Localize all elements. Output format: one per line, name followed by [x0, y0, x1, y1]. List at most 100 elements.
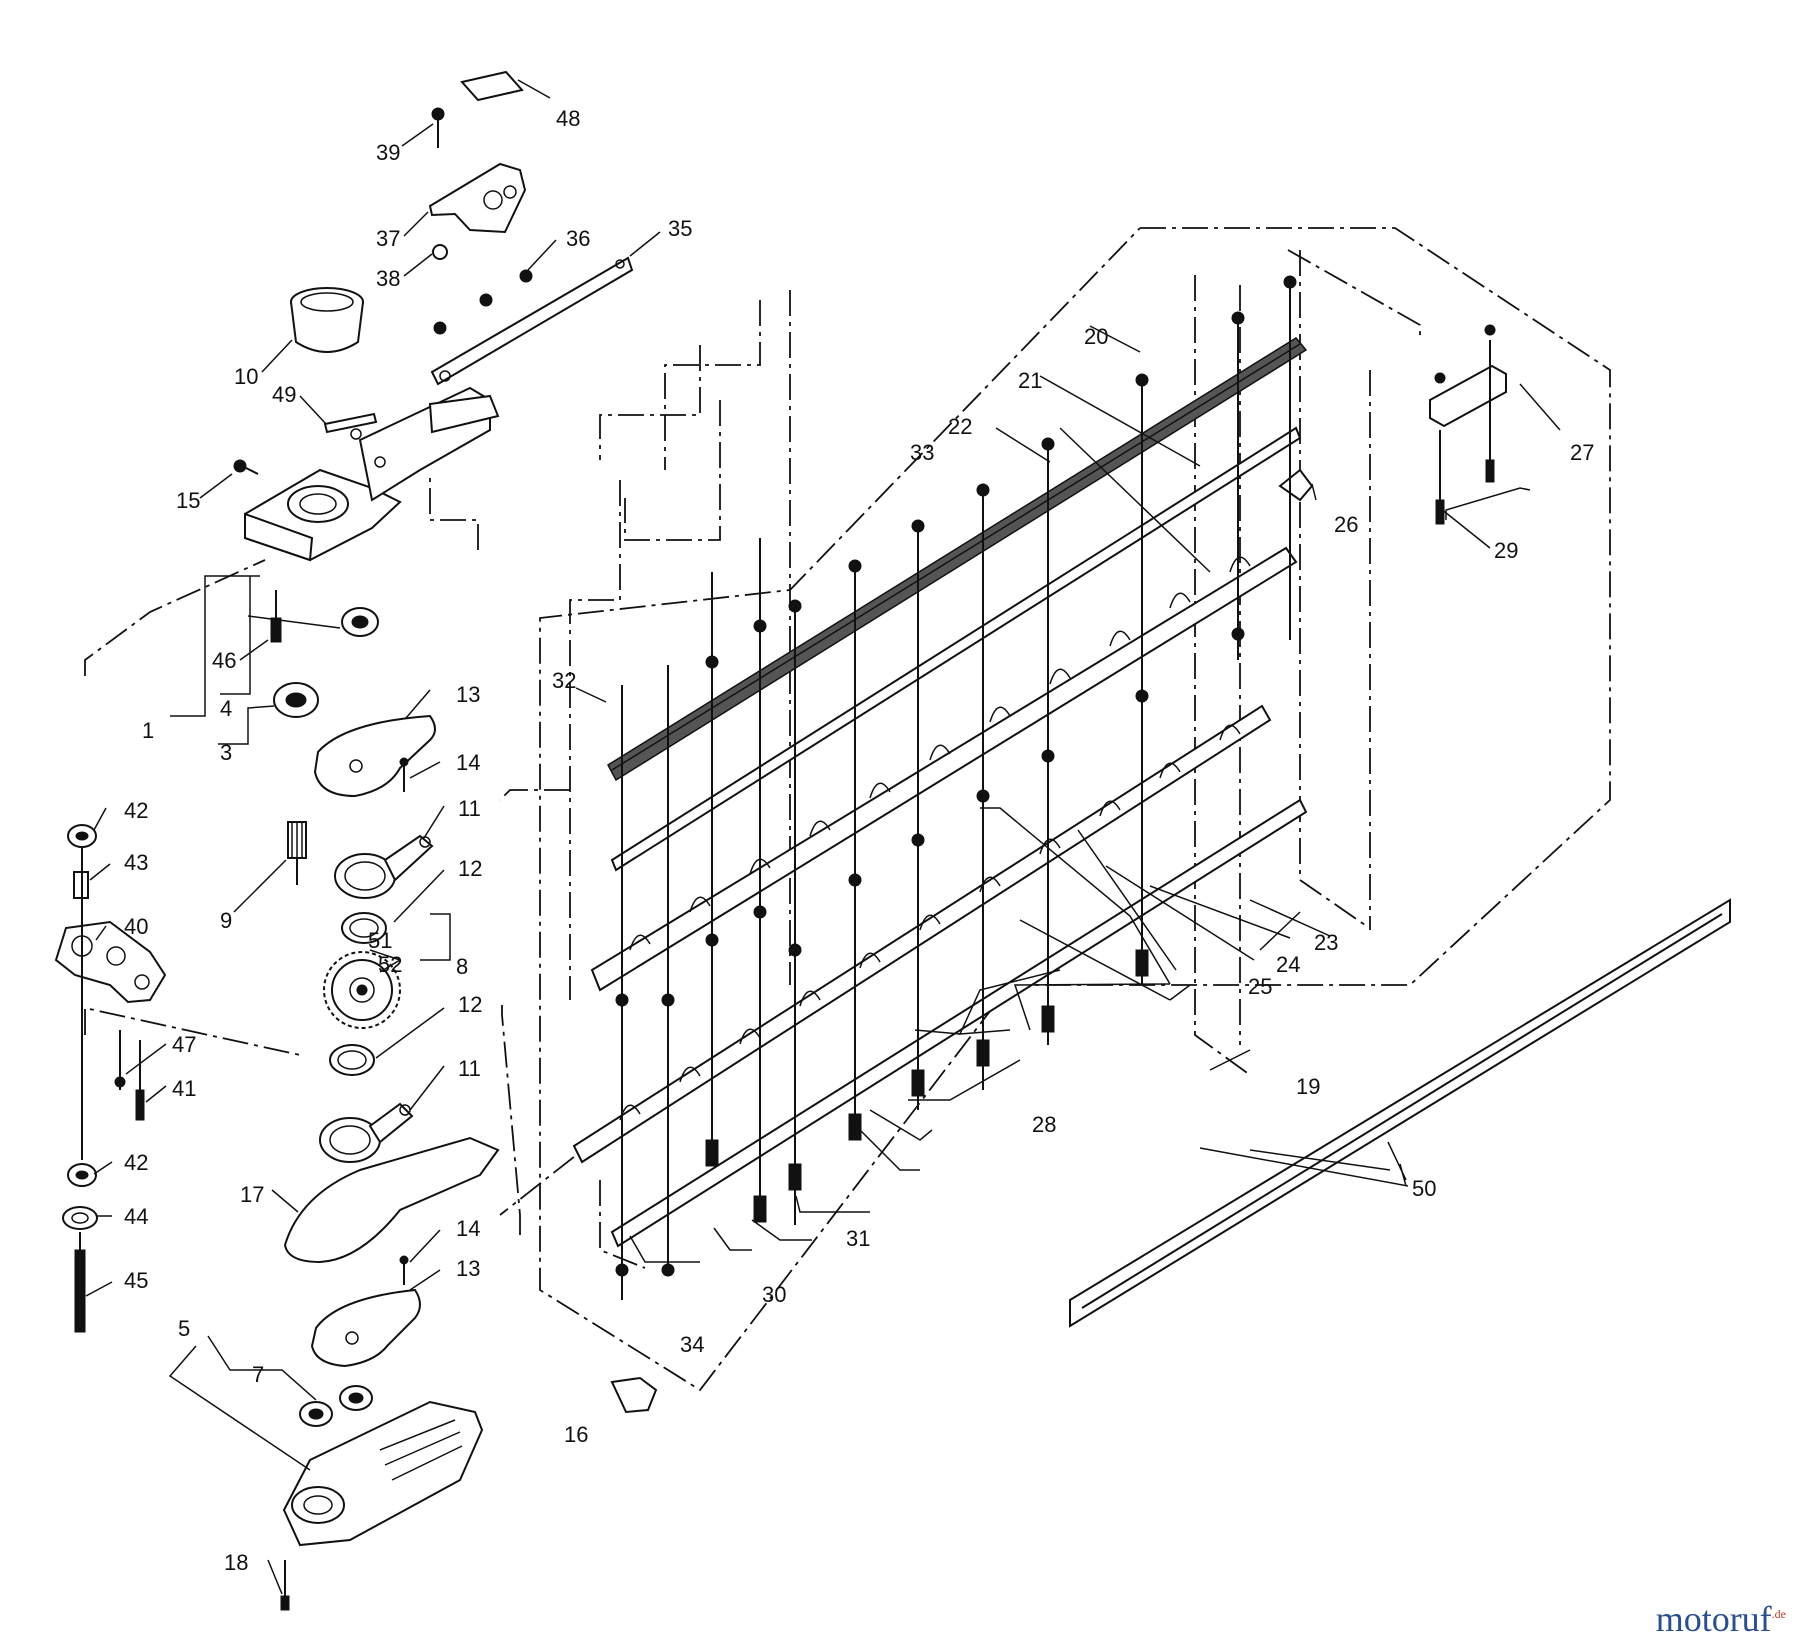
- label-10: 10: [234, 364, 258, 389]
- part-3-bearing: [273, 682, 319, 718]
- label-14-lower: 14: [456, 1216, 480, 1241]
- label-21: 21: [1018, 368, 1042, 393]
- label-33: 33: [910, 440, 934, 465]
- label-8: 8: [456, 954, 468, 979]
- label-44: 44: [124, 1204, 148, 1229]
- label-12-lower: 12: [458, 992, 482, 1017]
- label-5: 5: [178, 1316, 190, 1341]
- leader-lines: [85, 79, 1561, 1595]
- label-51: 51: [368, 928, 392, 953]
- label-34: 34: [680, 1332, 704, 1357]
- part-23-bottom-bar: [610, 798, 1308, 1248]
- label-27: 27: [1570, 440, 1594, 465]
- part-20-top-bar: [607, 337, 1308, 782]
- part-24-lower-blade: [572, 704, 1272, 1164]
- part-42-bushing-upper: [67, 824, 97, 848]
- part-44-washer: [62, 1206, 98, 1230]
- label-4: 4: [220, 696, 232, 721]
- watermark-suffix: .de: [1771, 1607, 1786, 1621]
- part-32-pins: [621, 665, 669, 735]
- label-38: 38: [376, 266, 400, 291]
- part-46-screw: [270, 590, 282, 643]
- label-22: 22: [948, 414, 972, 439]
- label-14-upper: 14: [456, 750, 480, 775]
- label-1: 1: [142, 718, 154, 743]
- part-12-ring-lower: [329, 1044, 375, 1076]
- part-47-screw: [114, 1030, 126, 1090]
- label-36: 36: [566, 226, 590, 251]
- part-11-link-lower: [319, 1102, 414, 1163]
- part-21-thin-bar: [610, 426, 1302, 872]
- label-35: 35: [668, 216, 692, 241]
- label-42-upper: 42: [124, 798, 148, 823]
- label-15: 15: [176, 488, 200, 513]
- part-14-pin-lower: [399, 1255, 409, 1285]
- label-47: 47: [172, 1032, 196, 1057]
- part-26-clip: [1278, 468, 1314, 502]
- blade-assembly-bolt-heads: [705, 949, 1149, 1223]
- blade-assembly-nuts: [615, 275, 1297, 1277]
- part-16-end-cap: [610, 1376, 658, 1414]
- part-14-pin-upper: [399, 757, 409, 792]
- part-48-label-plate: [460, 70, 524, 102]
- brand-watermark: motoruf.de: [1656, 1598, 1786, 1640]
- label-17: 17: [240, 1182, 264, 1207]
- part-50-guard-strip: [1069, 898, 1731, 1328]
- label-50: 50: [1412, 1176, 1436, 1201]
- label-45: 45: [124, 1268, 148, 1293]
- label-25: 25: [1248, 974, 1272, 999]
- blade-assembly-bolts: [621, 280, 1291, 1300]
- label-16: 16: [564, 1422, 588, 1447]
- part-11-link-upper: [334, 834, 434, 899]
- part-29-screws: [1435, 340, 1495, 525]
- part-18-screw: [280, 1560, 290, 1611]
- label-39: 39: [376, 140, 400, 165]
- label-46: 46: [212, 648, 236, 673]
- part-1-upper-housing: [244, 386, 500, 562]
- label-24: 24: [1276, 952, 1300, 977]
- part-7-bearings: [299, 1385, 373, 1427]
- part-13-plate-lower: [310, 1288, 421, 1368]
- label-29: 29: [1494, 538, 1518, 563]
- part-5-lower-housing: [282, 1400, 484, 1547]
- label-26: 26: [1334, 512, 1358, 537]
- label-32: 32: [552, 668, 576, 693]
- part-35-connecting-bar: [430, 256, 634, 386]
- part-4-bearing: [341, 607, 379, 637]
- part-15-screw: [233, 459, 259, 475]
- label-48: 48: [556, 106, 580, 131]
- part-42-bushing-lower: [67, 1163, 97, 1187]
- part-38-washer: [432, 244, 448, 260]
- label-20: 20: [1084, 324, 1108, 349]
- part-10-cup: [290, 287, 364, 353]
- part-9-pinion-shaft: [287, 821, 307, 885]
- label-19: 19: [1296, 1074, 1320, 1099]
- label-43: 43: [124, 850, 148, 875]
- part-49-pin: [323, 412, 378, 434]
- label-31: 31: [846, 1226, 870, 1251]
- part-37-bracket: [428, 162, 527, 234]
- part-12-ring-upper: [341, 912, 387, 944]
- label-12-upper: 12: [458, 856, 482, 881]
- label-41: 41: [172, 1076, 196, 1101]
- label-13-lower: 13: [456, 1256, 480, 1281]
- label-40: 40: [124, 914, 148, 939]
- label-28: 28: [1032, 1112, 1056, 1137]
- label-11-lower: 11: [458, 1056, 481, 1081]
- label-11-upper: 11: [458, 796, 481, 821]
- part-27-bracket: [1429, 324, 1507, 428]
- label-49: 49: [272, 382, 296, 407]
- label-3: 3: [220, 740, 232, 765]
- part-22-upper-blade: [590, 546, 1298, 992]
- part-40-lever: [54, 920, 167, 1004]
- label-52: 52: [378, 952, 402, 977]
- label-23: 23: [1314, 930, 1338, 955]
- part-13-plate-upper: [313, 714, 436, 798]
- label-7: 7: [252, 1362, 264, 1387]
- part-labels: 1 3 4 5 7 8 9 10 11 11 12 12 13 13 14 14…: [124, 106, 1594, 1575]
- part-17-gasket: [283, 1136, 500, 1264]
- watermark-text: motoruf: [1655, 1599, 1772, 1639]
- label-9: 9: [220, 908, 232, 933]
